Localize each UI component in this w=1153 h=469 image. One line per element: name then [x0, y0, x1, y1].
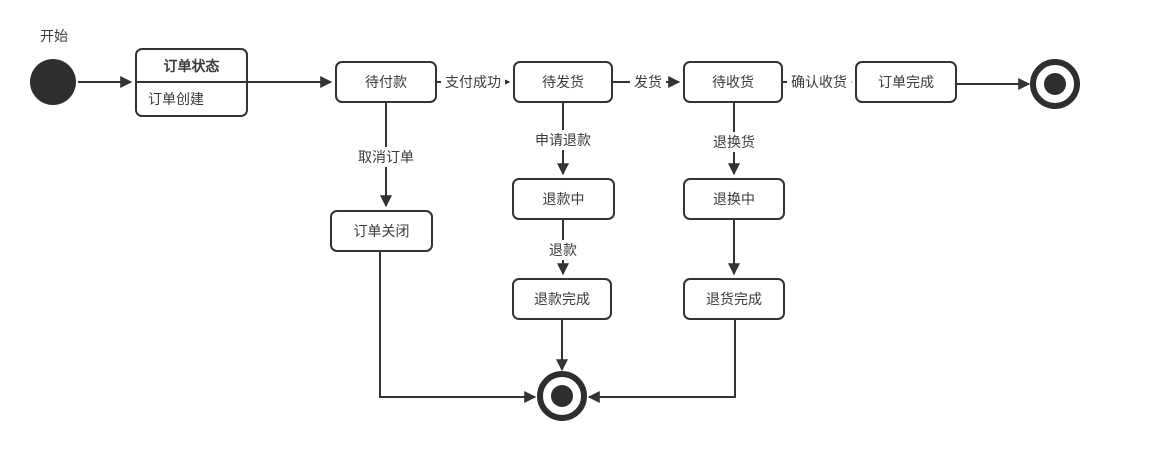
- state-return-complete: 退货完成: [683, 278, 785, 320]
- state-order-closed: 订单关闭: [330, 210, 433, 252]
- state-order-status-title: 订单状态: [137, 50, 246, 83]
- state-order-complete: 订单完成: [855, 61, 957, 103]
- label-ship: 发货: [630, 72, 666, 92]
- state-pending-shipment: 待发货: [513, 61, 613, 103]
- state-refund-complete: 退款完成: [512, 278, 612, 320]
- state-pending-payment: 待付款: [335, 61, 437, 103]
- final-state-icon-right: [1030, 59, 1080, 109]
- state-exchanging: 退换中: [683, 178, 785, 220]
- state-refunding: 退款中: [512, 178, 615, 220]
- label-cancel-order: 取消订单: [354, 147, 418, 167]
- state-order-status: 订单状态 订单创建: [135, 48, 248, 117]
- start-label: 开始: [40, 28, 68, 44]
- final-state-icon-bottom: [537, 371, 587, 421]
- state-pending-receipt: 待收货: [683, 61, 783, 103]
- label-return-exchange: 退换货: [709, 132, 759, 152]
- state-order-created: 订单创建: [148, 91, 204, 107]
- label-refund: 退款: [545, 240, 581, 260]
- label-apply-refund: 申请退款: [531, 130, 595, 150]
- label-payment-success: 支付成功: [441, 72, 505, 92]
- edge-return-complete-to-final: [587, 320, 736, 403]
- start-state-icon: [30, 59, 76, 105]
- edge-order-closed-to-final: [379, 252, 537, 403]
- label-confirm-receipt: 确认收货: [787, 72, 851, 92]
